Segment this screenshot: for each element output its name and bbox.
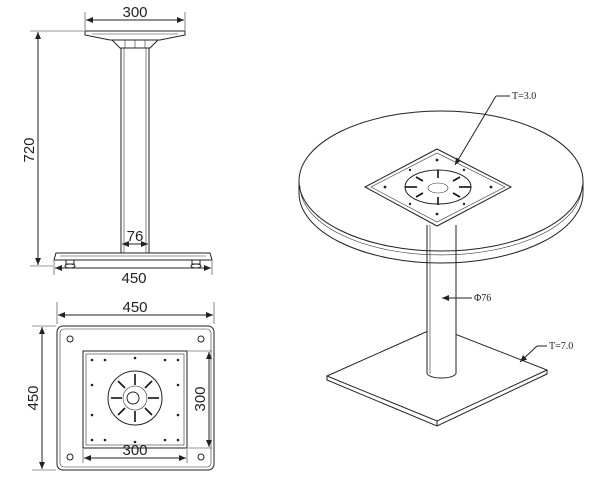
corner-foot <box>197 335 205 343</box>
base-thickness-label: T=7.0 <box>549 341 573 352</box>
plan-plate-depth-label: 300 <box>192 386 209 411</box>
dimension-plan-plate-depth: 300 <box>188 350 212 449</box>
dimension-base-width: 450 <box>53 261 213 287</box>
plan-view: 450 450 <box>25 299 215 471</box>
mounting-holes <box>90 356 180 444</box>
dimension-plan-base-depth: 450 <box>25 325 56 471</box>
plan-base-plate <box>56 325 215 471</box>
front-elevation-view: 300 720 76 450 <box>21 4 213 287</box>
plan-plate-width-label: 300 <box>122 442 147 459</box>
callout-top-plate-thickness: T=3.0 <box>454 91 536 166</box>
isometric-view: T=3.0 Φ76 T=7.0 <box>298 91 584 427</box>
column-outline <box>120 47 150 254</box>
dimension-column-diameter: 76 <box>122 228 148 247</box>
column-diameter-label: 76 <box>127 228 144 245</box>
callout-base-thickness: T=7.0 <box>519 341 573 363</box>
corner-foot <box>197 453 205 461</box>
radial-slots <box>111 374 159 422</box>
top-plate-width-label: 300 <box>122 4 147 21</box>
top-plate-outline <box>84 30 186 41</box>
dimension-plan-plate-width: 300 <box>82 442 188 463</box>
mounting-bracket <box>110 39 160 49</box>
height-label: 720 <box>21 137 38 162</box>
corner-foot <box>66 453 74 461</box>
iso-column <box>426 225 457 379</box>
iso-column-diameter-label: Φ76 <box>474 293 491 304</box>
callout-column-diameter: Φ76 <box>442 293 491 304</box>
levelling-foot-right <box>190 259 202 269</box>
dimension-height: 720 <box>21 30 84 267</box>
plan-hub-circle <box>107 370 163 426</box>
base-plate-outline <box>53 252 213 261</box>
plan-base-width-label: 450 <box>122 299 147 316</box>
plan-base-depth-label: 450 <box>25 385 42 410</box>
iso-table-top <box>298 110 584 264</box>
base-width-label: 450 <box>121 270 146 287</box>
dimension-plan-base-width: 450 <box>56 299 215 324</box>
dimension-top-plate-width: 300 <box>84 4 186 30</box>
plan-top-plate <box>82 350 188 449</box>
levelling-foot-left <box>64 259 76 269</box>
iso-base-plate <box>325 326 549 427</box>
iso-top-plate <box>363 148 513 227</box>
corner-foot <box>66 335 74 343</box>
top-plate-thickness-label: T=3.0 <box>512 91 536 102</box>
